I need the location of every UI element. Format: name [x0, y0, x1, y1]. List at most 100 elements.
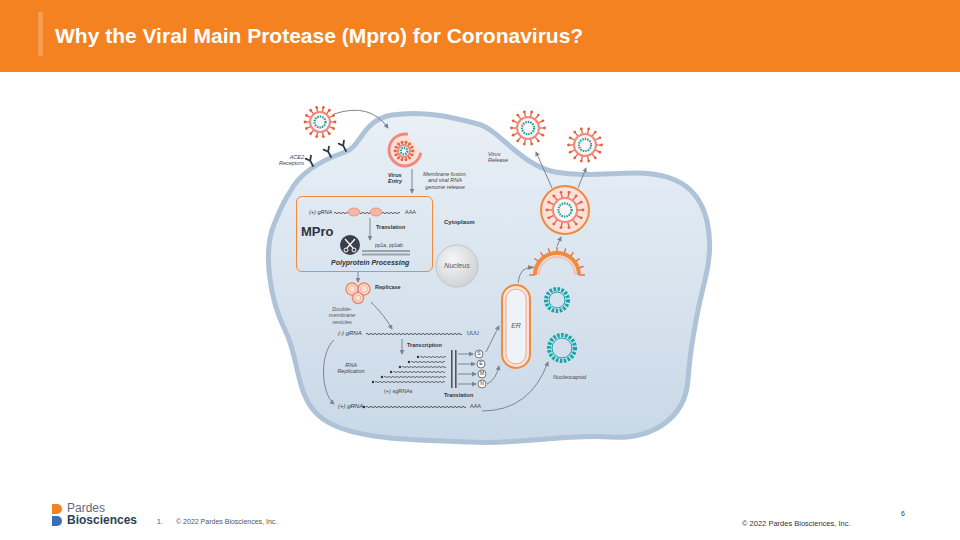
logo-mark	[50, 503, 66, 529]
spike-head	[546, 209, 549, 212]
ace2-receptor	[306, 156, 316, 168]
spike-head	[305, 127, 308, 130]
nucleocapsid	[549, 335, 575, 361]
protein-circle	[478, 370, 486, 378]
viral-envelope	[574, 134, 596, 156]
cap-dot	[417, 356, 419, 358]
flow-arrow	[371, 302, 392, 329]
text-label: E	[476, 361, 486, 367]
text-label: N	[477, 381, 487, 387]
protein-circle	[478, 380, 486, 388]
spike-head	[309, 109, 312, 112]
flow-arrow	[557, 237, 561, 246]
flow-arrow	[458, 384, 476, 385]
spike-head	[541, 119, 544, 122]
spike-head	[523, 143, 526, 146]
er-lumen	[506, 289, 526, 364]
spike-head	[598, 136, 601, 139]
logo-lower	[52, 516, 62, 526]
spike-head	[516, 114, 519, 117]
scissor-blade	[345, 239, 353, 248]
spike-head	[394, 146, 397, 149]
flow-arrow	[458, 374, 476, 375]
spike-head	[408, 143, 411, 146]
spike-head	[587, 160, 590, 163]
text-label: Polyprotein Processing	[331, 259, 409, 267]
spike-head	[530, 143, 533, 146]
spike-head	[328, 132, 331, 135]
ribosome	[370, 208, 382, 216]
spike-head	[332, 127, 335, 130]
virus-particle	[567, 128, 603, 163]
polyprotein	[362, 254, 410, 256]
spike-head	[304, 121, 307, 124]
text-label: (+) sgRNAs	[384, 388, 413, 394]
flow-arrow	[334, 110, 388, 128]
viral-genome	[522, 122, 534, 134]
spike-head	[598, 151, 601, 154]
receptor-shape	[324, 147, 334, 159]
text-label: ACE2 Receptors	[270, 154, 304, 167]
spike-head	[547, 201, 550, 204]
spike-head	[401, 141, 404, 144]
text-label: Double-membrane vesicles	[324, 306, 360, 325]
flow-arrow	[458, 364, 475, 365]
protein-circle	[475, 350, 483, 358]
text-label: (+) gRNA	[338, 403, 363, 410]
cap-dot	[399, 366, 401, 368]
virus-particle	[394, 141, 415, 161]
flow-arrow	[536, 152, 552, 188]
text-label: AAA	[470, 403, 481, 409]
rna-strand	[375, 381, 445, 382]
virus-particle	[304, 106, 337, 138]
spike-head	[575, 223, 578, 226]
rna-strand	[366, 333, 462, 334]
footnote-number: 1.	[157, 518, 163, 526]
viral-envelope	[310, 112, 330, 132]
spike-head	[401, 158, 404, 161]
spike-head	[516, 140, 519, 143]
footnote: © 2022 Pardes Biosciences, Inc.	[176, 518, 277, 526]
spike-head	[510, 127, 513, 130]
spike-head	[568, 191, 571, 194]
slide-title: Why the Viral Main Protease (Mpro) for C…	[55, 24, 583, 48]
spike-head	[580, 216, 583, 219]
spike-head	[568, 226, 571, 229]
virus-particle	[510, 111, 546, 146]
mpro-label: MPro	[301, 225, 334, 240]
spike-head	[512, 134, 515, 137]
viral-genome	[401, 148, 408, 155]
text-label: Membrane fusion, and viral RNA genome re…	[418, 171, 472, 190]
spike-head	[569, 136, 572, 139]
flow-arrow	[487, 366, 499, 384]
spike-head	[328, 109, 331, 112]
budding-membrane-inner	[539, 257, 575, 275]
spike-head	[411, 154, 414, 157]
spike-head	[405, 158, 408, 161]
text-label: Virus Entry	[388, 172, 410, 185]
spike-head	[334, 121, 337, 124]
endosome	[389, 134, 421, 166]
nucleocapsid	[546, 289, 568, 311]
text-label: (+) gRNA	[309, 209, 332, 215]
nucleocapsid-core	[552, 338, 572, 358]
vesicle	[353, 293, 364, 304]
flow-arrow	[370, 218, 371, 240]
spike-head	[394, 150, 397, 153]
spike-head	[322, 106, 325, 109]
viral-envelope	[553, 198, 577, 222]
receptor-shape	[306, 156, 316, 168]
flow-arrow	[358, 272, 359, 282]
rna-strand	[384, 376, 446, 377]
text-label: pp1a, pp1ab	[375, 243, 403, 249]
flow-arrow	[402, 339, 403, 354]
spike-head	[523, 111, 526, 114]
vesicle-shape	[344, 282, 372, 304]
spike-head	[412, 150, 415, 153]
viral-envelope	[517, 117, 539, 139]
spike-head	[537, 114, 540, 117]
text-label: Nucleocapsid	[553, 374, 586, 380]
polyprotein	[362, 250, 410, 252]
